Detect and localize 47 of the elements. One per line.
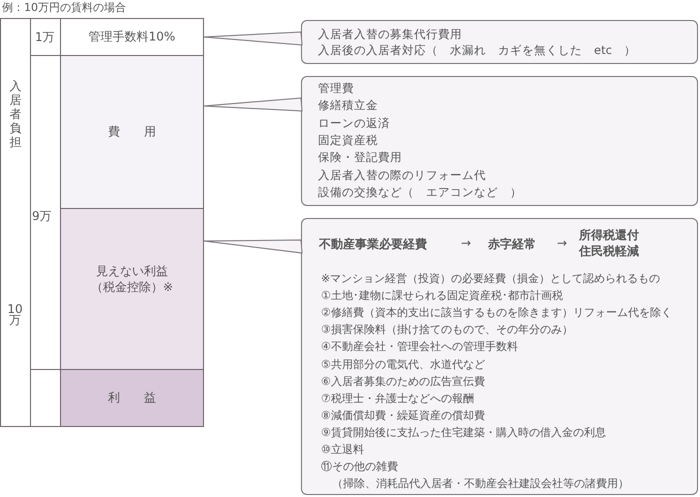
- list-item: 保険・登記費用: [318, 150, 402, 166]
- list-item: ⑨賃貸開始後に支払った住宅建築・購入時の借入金の利息: [321, 424, 606, 440]
- amount-label: 10万: [7, 304, 23, 326]
- list-item: ④不動産会社・管理会社への管理手数料: [321, 339, 518, 354]
- arrow-symbol: →: [461, 236, 472, 250]
- cell-label: 管理手数料10%: [88, 28, 176, 46]
- list-item: 設備の交換など（ エアコンなど ）: [318, 184, 522, 200]
- heading-text: 所得税還付住民税軽減: [579, 227, 640, 259]
- list-item: ローンの返済: [318, 116, 390, 131]
- list-item: ※マンション経営（投資）の必要経費（損金）として認められるもの: [321, 271, 660, 286]
- callout-box: [301, 218, 698, 495]
- heading-text: 例：10万円の賃料の場合: [2, 0, 126, 15]
- heading-text: 不動産事業必要経費: [319, 236, 427, 253]
- list-item: 管理費: [318, 81, 354, 96]
- list-item: 入居者入替の募集代行費用: [318, 27, 462, 42]
- arrow-symbol: →: [557, 236, 568, 250]
- list-item: ⑪その他の雑費: [321, 459, 398, 474]
- vertical-label: 入居者負担: [9, 79, 22, 149]
- list-item: ③損害保険料（掛け捨てのもので、その年分のみ）: [321, 322, 573, 338]
- callout-box: [301, 76, 698, 206]
- cell-label: 費 用: [107, 124, 157, 140]
- list-item: 固定資産税: [318, 132, 378, 148]
- list-item: ⑥入居者募集のための広告宣伝費: [321, 374, 485, 389]
- amount-label: 9万: [32, 208, 52, 225]
- cell-label: 見えない利益（税金控除）※: [90, 263, 174, 295]
- callout-tail: [204, 31, 303, 46]
- list-item: 入居者入替の際のリフォーム代: [318, 168, 486, 182]
- list-item: ⑦税理士・弁護士などへの報酬: [321, 390, 474, 406]
- callout-tail: [204, 97, 303, 112]
- heading-text: 赤字経常: [488, 236, 536, 253]
- table-cell: [60, 208, 204, 370]
- list-item: ⑩立退料: [321, 442, 364, 457]
- list-item: 入居後の入居者対応（ 水漏れ カギを無くした etc ）: [318, 43, 636, 58]
- table-cell: [60, 55, 204, 209]
- list-item: ①土地･建物に課せられる固定資産税･都市計画税: [321, 288, 563, 304]
- table-cell: [60, 18, 204, 56]
- amount-label: 1万: [35, 29, 55, 46]
- callout-box: [301, 20, 698, 64]
- list-item: ⑧減価償却費・繰延資産の償却費: [321, 408, 485, 423]
- table-cell: [60, 369, 204, 427]
- list-item: ②修繕費（資本的支出に該当するものを除きます）リフォーム代を除く: [321, 305, 672, 320]
- table-column: [0, 18, 31, 427]
- list-item: （掃除、消耗品代入居者・不動産会社建設会社等の諸費用）: [332, 476, 629, 492]
- cell-label: 利 益: [107, 390, 157, 406]
- list-item: 修繕積立金: [318, 98, 378, 114]
- callout-tail: [204, 240, 303, 254]
- list-item: ⑤共用部分の電気代、水道代など: [321, 356, 485, 372]
